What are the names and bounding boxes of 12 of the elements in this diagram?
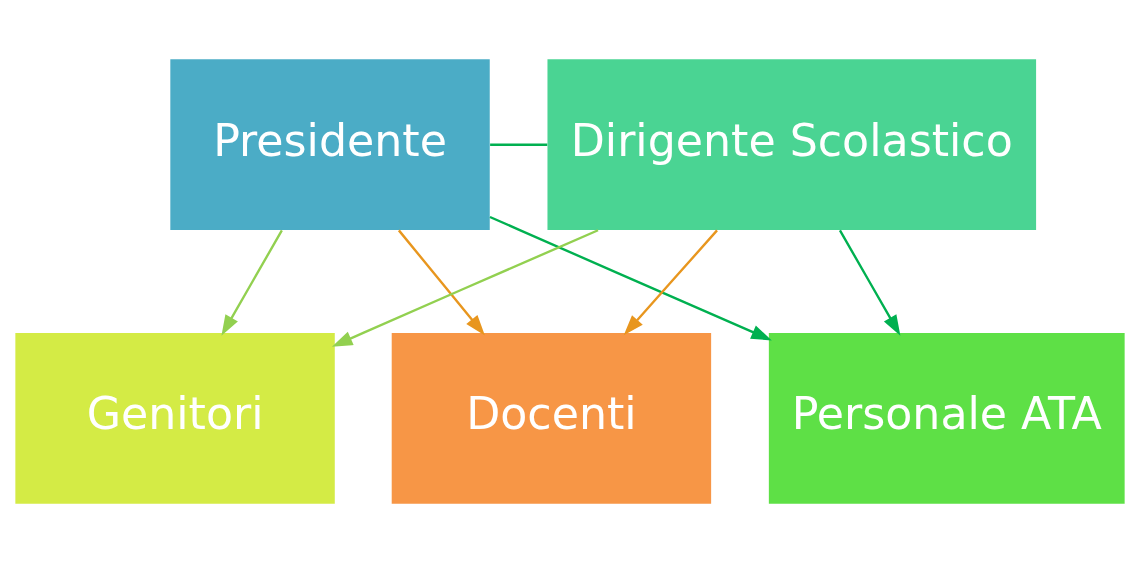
- arrow: [331, 229, 599, 347]
- node-box: Personale ATA: [768, 332, 1125, 504]
- node-box: Genitori: [15, 332, 335, 504]
- node-box: Dirigente Scolastico: [547, 59, 1037, 231]
- arrow: [221, 229, 283, 336]
- connector: [490, 143, 548, 146]
- node-box: Presidente: [170, 59, 490, 231]
- arrow: [489, 215, 772, 341]
- arrow: [397, 229, 485, 336]
- arrow: [838, 229, 901, 336]
- node-box: Docenti: [391, 332, 712, 504]
- arrow: [623, 229, 718, 336]
